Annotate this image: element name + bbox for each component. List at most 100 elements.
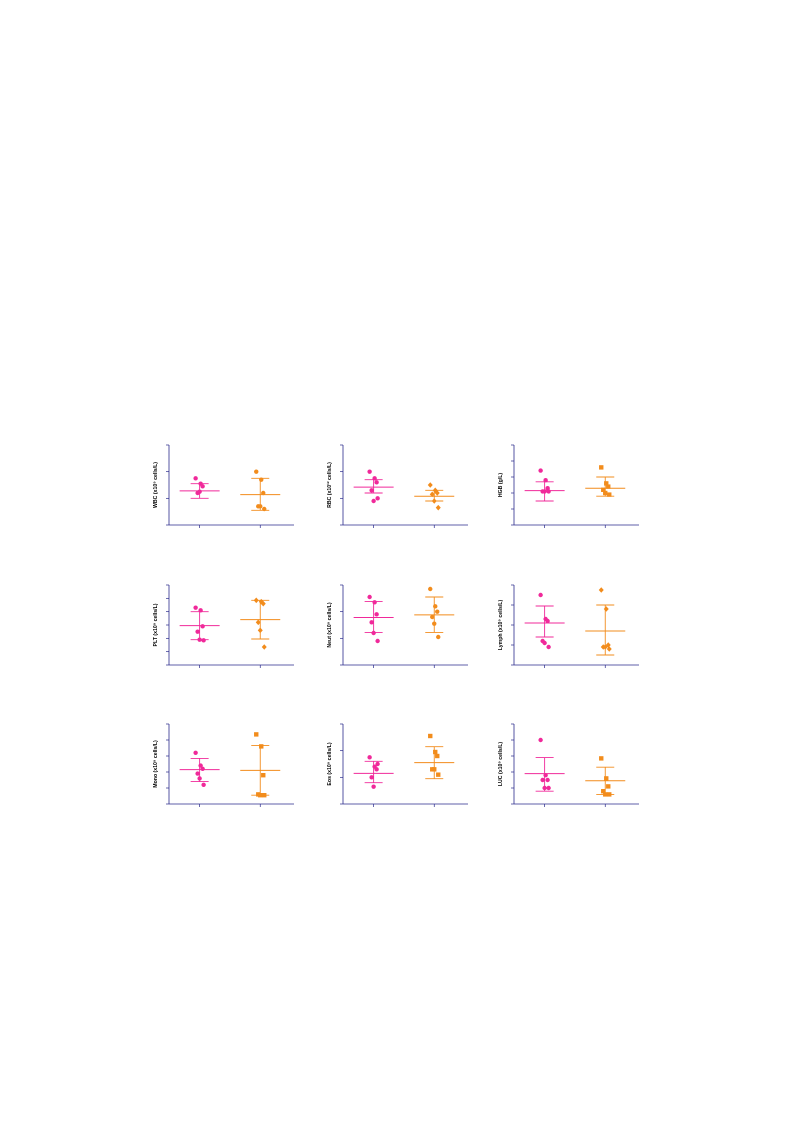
data-point: [262, 506, 267, 512]
panel-4: Neut (x10⁹ cells/L): [327, 584, 468, 668]
data-point: [433, 604, 438, 609]
data-point: [435, 609, 440, 614]
data-point: [542, 785, 547, 791]
data-point: [546, 489, 551, 494]
data-point: [434, 490, 440, 496]
data-point: [607, 492, 612, 497]
data-point: [542, 489, 547, 494]
data-point: [599, 756, 604, 761]
data-point: [603, 490, 608, 496]
data-point: [432, 621, 437, 626]
data-point: [374, 480, 379, 485]
data-point: [200, 624, 205, 629]
data-point: [546, 785, 551, 791]
data-point: [436, 634, 441, 640]
data-point: [599, 465, 604, 470]
data-point: [428, 733, 433, 739]
data-point: [375, 638, 380, 644]
data-point: [436, 772, 441, 777]
y-axis-label: RBC (x10¹² cells/L): [327, 462, 333, 508]
panel-1: RBC (x10¹² cells/L): [327, 444, 468, 528]
data-point: [540, 777, 545, 783]
data-point: [545, 618, 550, 624]
panel-6: Mono (x10⁹ cells/L): [153, 723, 294, 807]
data-point: [262, 793, 267, 798]
data-point: [372, 476, 377, 481]
data-point: [195, 629, 200, 634]
data-point: [604, 481, 609, 486]
data-point: [375, 496, 380, 501]
data-point: [430, 614, 435, 620]
data-point: [372, 600, 377, 605]
data-point: [200, 766, 205, 771]
data-point: [259, 477, 264, 482]
data-point: [429, 491, 435, 498]
data-point: [369, 620, 374, 625]
data-point: [542, 640, 547, 646]
data-point: [601, 487, 606, 492]
data-point: [538, 592, 543, 598]
data-point: [601, 789, 606, 794]
data-point: [435, 753, 440, 759]
data-point: [543, 478, 548, 483]
data-point: [431, 498, 437, 504]
data-point: [375, 761, 380, 767]
data-point: [606, 484, 611, 489]
y-axis-label: PLT (x10⁹ cells/L): [153, 603, 159, 646]
data-point: [254, 469, 259, 474]
data-point: [198, 763, 203, 768]
data-point: [371, 630, 376, 636]
data-point: [257, 627, 263, 634]
y-axis-label: Lymph (x10⁹ cells/L): [498, 600, 504, 651]
data-point: [198, 608, 203, 613]
data-point: [254, 732, 259, 737]
data-point: [197, 489, 202, 494]
data-point: [253, 597, 259, 604]
data-point: [367, 594, 372, 600]
y-axis-label: WBC (x10⁹ cells/L): [153, 462, 159, 508]
data-point: [193, 605, 198, 610]
data-point: [371, 498, 376, 504]
data-point: [538, 737, 543, 743]
data-point: [433, 749, 438, 755]
data-point: [606, 784, 611, 789]
data-point: [607, 792, 612, 797]
y-axis-label: Mono (x10⁹ cells/L): [153, 740, 159, 788]
data-point: [258, 504, 263, 509]
data-point: [195, 771, 200, 776]
data-point: [201, 638, 206, 643]
data-point: [602, 644, 608, 650]
data-point: [435, 504, 441, 511]
panel-8: LUC (x10⁹ cells/L): [498, 723, 639, 807]
data-point: [367, 469, 372, 474]
data-point: [201, 782, 206, 787]
data-point: [603, 792, 608, 797]
data-point: [369, 775, 374, 780]
data-point: [258, 793, 263, 798]
y-axis-label: Neut (x10⁹ cells/L): [327, 602, 333, 647]
y-axis-label: HGB (g/L): [498, 473, 504, 497]
panel-0: WBC (x10⁹ cells/L): [153, 444, 294, 528]
data-point: [546, 644, 551, 650]
data-point: [261, 490, 266, 496]
data-point: [371, 784, 376, 789]
y-axis-label: LUC (x10⁹ cells/L): [498, 742, 504, 787]
data-point: [259, 744, 264, 749]
data-point: [545, 777, 550, 783]
data-point: [255, 619, 261, 626]
panel-2: HGB (g/L): [498, 444, 639, 528]
data-point: [369, 488, 374, 493]
panel-7: Eos (x10⁹ cells/L): [327, 723, 468, 807]
data-point: [193, 476, 198, 481]
data-point: [374, 767, 379, 772]
data-point: [197, 776, 202, 781]
data-point: [428, 586, 433, 592]
data-point: [605, 642, 611, 648]
data-point: [538, 468, 543, 473]
data-point: [598, 587, 604, 593]
data-point: [367, 755, 372, 760]
data-point: [193, 750, 198, 755]
data-point: [427, 482, 433, 488]
data-point: [606, 646, 612, 652]
